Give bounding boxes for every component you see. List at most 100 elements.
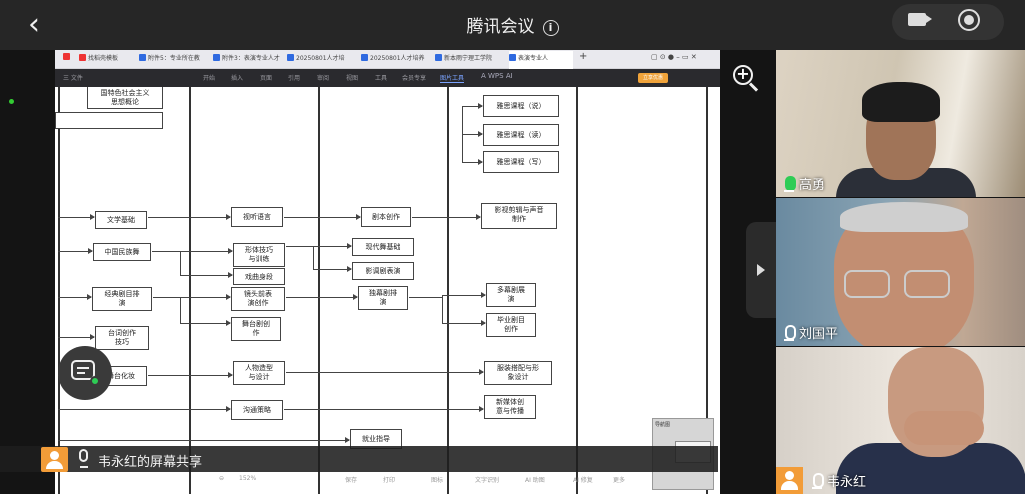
course-box: 毕业剧目 创作 [486, 313, 536, 337]
connector-line [442, 295, 443, 323]
screen-share-label: 韦永红的屏幕共享 [98, 455, 203, 470]
course-box: 服装搭配与形 象设计 [484, 361, 552, 385]
tab-label: 附件5：专业所在教 [148, 55, 200, 62]
flow-arrow [58, 437, 350, 443]
shared-screen: 找稻壳模板 附件5：专业所在教 附件3：表演专业人才 20250801人才培 2… [55, 50, 720, 494]
ribbon-item[interactable]: 三 文件 [63, 75, 83, 82]
ribbon-item[interactable]: 工具 [375, 75, 388, 82]
course-box: 现代舞基础 [352, 238, 414, 256]
expand-panel-button[interactable] [746, 222, 776, 318]
ribbon-item[interactable]: 视图 [346, 75, 359, 82]
camera-icon[interactable] [908, 13, 932, 26]
promo-button[interactable]: 立享优惠 [638, 73, 668, 83]
zoom-level[interactable]: 152% [239, 475, 257, 482]
flow-arrow [442, 320, 486, 326]
participant-hair [862, 82, 940, 122]
microphone-icon[interactable] [79, 449, 88, 462]
tab-6[interactable]: 表演专业人 [509, 51, 573, 69]
flow-arrow [412, 214, 481, 220]
flow-arrow [148, 372, 233, 378]
chat-button[interactable] [58, 346, 112, 400]
flow-arrow [58, 214, 95, 220]
avatar-icon [41, 447, 68, 472]
flow-arrow [313, 266, 352, 272]
zoom-in-icon[interactable]: + [728, 60, 766, 98]
participant-name: 高勇 [799, 178, 826, 193]
swimlane-line [576, 87, 578, 494]
document-canvas: 国特色社会主义 思想概论 文学基础 中国民族舞 经典剧目排 演 台词创作 技巧 … [55, 87, 720, 494]
meeting-title: 腾讯会议 i [0, 12, 1025, 37]
ribbon-item[interactable]: 审阅 [317, 75, 330, 82]
zoom-out-icon[interactable]: ⊖ [219, 475, 225, 482]
course-box: 文学基础 [95, 211, 147, 229]
print-button[interactable]: 打印 [383, 477, 396, 484]
connector-line [409, 297, 443, 298]
flow-arrow [152, 248, 233, 254]
tab-3[interactable]: 20250801人才培 [287, 53, 357, 66]
course-box: 影视剪辑与声音 制作 [481, 203, 557, 229]
flow-arrow [286, 294, 358, 300]
flow-arrow [462, 103, 483, 109]
tab-4[interactable]: 20250801人才培养 [361, 53, 433, 66]
participant-video-3[interactable]: 韦永红 [776, 347, 1025, 494]
ocr-button[interactable]: 文字识别 [475, 477, 500, 484]
ribbon-item[interactable]: 会员专享 [402, 75, 427, 82]
participant-arm [904, 411, 984, 445]
window-controls-icon[interactable]: ▢ ⊙ ● – ▭ ✕ [651, 53, 697, 61]
avatar-icon [776, 467, 803, 494]
microphone-icon [782, 325, 796, 341]
ai-repair-button[interactable]: AI 修复 [573, 477, 593, 484]
ribbon-item[interactable]: 开始 [203, 75, 216, 82]
participant-video-2[interactable]: 刘国平 [776, 198, 1025, 346]
participant-video-1[interactable]: 高勇 [776, 50, 1025, 197]
ai-image-button[interactable]: AI 助图 [525, 477, 545, 484]
info-icon[interactable]: i [542, 20, 559, 36]
course-box: 新媒体创 意与传播 [484, 395, 536, 419]
ribbon-item-active[interactable]: 图片工具 [440, 75, 465, 83]
tab-label: 附件3：表演专业人才 [222, 55, 280, 62]
record-icon[interactable] [958, 9, 980, 31]
ribbon-item[interactable]: 页面 [260, 75, 273, 82]
new-tab-icon[interactable]: + [579, 51, 588, 62]
status-bar: ⊖ 152% 保存 打印 图标 文字识别 AI 助图 AI 修复 更多 [195, 472, 720, 488]
back-icon[interactable]: ‹ [28, 7, 40, 42]
course-box: 雅思课程（读） [483, 124, 559, 146]
course-box: 雅思课程（说） [483, 95, 559, 117]
connector-line [180, 251, 181, 275]
screen-share-bar: 韦永红的屏幕共享 [0, 446, 718, 472]
ribbon-item[interactable]: 插入 [231, 75, 244, 82]
flow-arrow [153, 294, 231, 300]
participant-name-tag: 韦永红 [810, 471, 866, 490]
tab-2[interactable]: 附件3：表演专业人才 [213, 53, 283, 66]
tab-label: 20250801人才培养 [370, 55, 425, 62]
icon-button[interactable]: 图标 [431, 477, 444, 484]
meeting-title-text: 腾讯会议 [466, 17, 535, 37]
chat-icon-line [77, 372, 85, 374]
save-button[interactable]: 保存 [345, 477, 358, 484]
tab-1[interactable]: 附件5：专业所在教 [139, 53, 209, 66]
course-box: 影调剧表演 [352, 262, 414, 280]
microphone-base [80, 466, 88, 468]
browser-tab-bar: 找稻壳模板 附件5：专业所在教 附件3：表演专业人才 20250801人才培 2… [55, 50, 720, 69]
swimlane-line [447, 87, 449, 494]
flow-arrow [442, 292, 486, 298]
flow-arrow [286, 369, 484, 375]
connector-line [462, 106, 463, 163]
tab-label: 表演专业人 [518, 55, 549, 62]
course-box: 中国民族舞 [93, 243, 151, 261]
chat-icon-line [77, 367, 89, 369]
chat-icon [71, 360, 95, 380]
flow-arrow [180, 320, 231, 326]
wps-ai-button[interactable]: A WPS AI [481, 72, 513, 80]
flow-arrow [180, 272, 233, 278]
ribbon-item[interactable]: 引用 [288, 75, 301, 82]
course-box: 经典剧目排 演 [92, 287, 152, 311]
flow-arrow [58, 248, 93, 254]
more-button[interactable]: 更多 [613, 477, 626, 484]
flow-arrow [58, 406, 231, 412]
course-box: 形体技巧 与训练 [233, 243, 285, 267]
course-box: 独幕剧排 演 [358, 286, 408, 310]
tab-5[interactable]: 新本雨宁理工学院 [435, 53, 507, 66]
tab-0[interactable]: 找稻壳模板 [79, 53, 135, 66]
connector-line [313, 246, 314, 269]
